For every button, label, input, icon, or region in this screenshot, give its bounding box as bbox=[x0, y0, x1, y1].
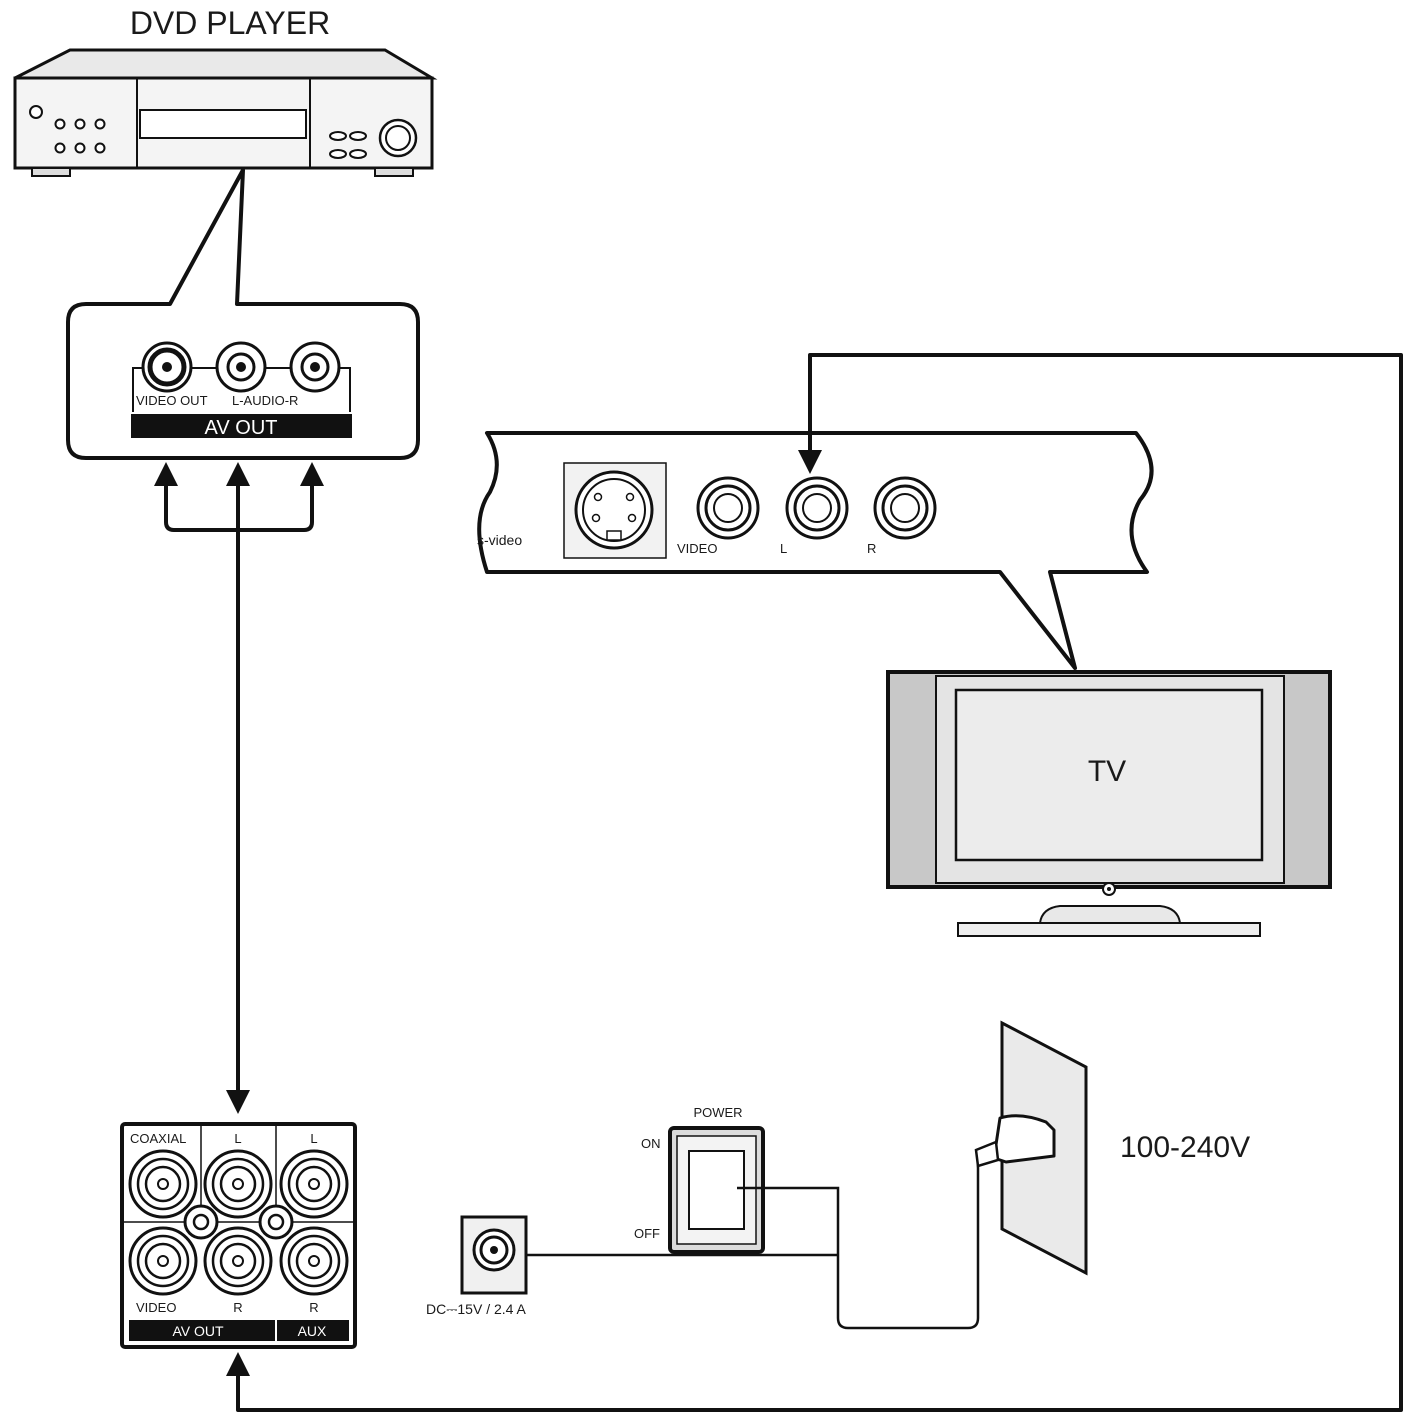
device-av-l-jack-icon bbox=[203, 1149, 273, 1219]
mains-voltage-label: 100-240V bbox=[1120, 1131, 1250, 1164]
dvd-video-out-label: VIDEO OUT bbox=[136, 393, 208, 408]
device-aux-r-jack-icon bbox=[279, 1226, 349, 1296]
power-switch-icon bbox=[668, 1126, 765, 1254]
tv-r-label: R bbox=[867, 541, 876, 556]
tv-r-jack-icon bbox=[873, 476, 937, 540]
tv-screen bbox=[954, 688, 1264, 862]
device-aux-l-jack-icon bbox=[279, 1149, 349, 1219]
power-switch-title: POWER bbox=[693, 1105, 742, 1120]
power-section: DC⎓15V / 2.4 A POWER ON OFF 100-240V bbox=[426, 1020, 1250, 1330]
dvd-av-out-bar-label: AV OUT bbox=[205, 417, 278, 439]
dvd-video-out-jack-icon bbox=[141, 341, 193, 393]
device-av-r-jack-icon bbox=[203, 1226, 273, 1296]
power-on-label: ON bbox=[641, 1136, 661, 1151]
dvd-av-out-callout: VIDEO OUT L-AUDIO-R AV OUT bbox=[66, 168, 420, 460]
tv-video-label: VIDEO bbox=[677, 541, 717, 556]
tv-input-callout: s-video VIDEO L R bbox=[477, 431, 1154, 670]
device-r-label-1: R bbox=[233, 1300, 242, 1315]
av-cable-dvd-to-device bbox=[154, 462, 324, 1114]
dvd-audio-l-jack-icon bbox=[215, 341, 267, 393]
tv-svideo-jack-icon bbox=[563, 462, 667, 559]
tv-screen-label: TV bbox=[1088, 755, 1126, 788]
device-coaxial-jack-icon bbox=[128, 1149, 198, 1219]
device-coaxial-label: COAXIAL bbox=[130, 1131, 186, 1146]
av-cable-tv-to-aux bbox=[226, 353, 1403, 1412]
power-off-label: OFF bbox=[634, 1226, 660, 1241]
dvd-player-title: DVD PLAYER bbox=[130, 5, 330, 41]
tv-video-jack-icon bbox=[696, 476, 760, 540]
tv-svideo-label: s-video bbox=[477, 532, 522, 548]
device-video-label: VIDEO bbox=[136, 1300, 176, 1315]
device-av-out-label: AV OUT bbox=[172, 1323, 224, 1339]
device-r-label-2: R bbox=[309, 1300, 318, 1315]
wall-outlet-icon bbox=[974, 1020, 1088, 1276]
dvd-front-buttons bbox=[54, 118, 367, 159]
dvd-audio-r-jack-icon bbox=[289, 341, 341, 393]
dc-jack-icon bbox=[460, 1215, 528, 1295]
tv-l-jack-icon bbox=[785, 476, 849, 540]
dvd-volume-knob-icon bbox=[378, 118, 418, 158]
tv-l-label: L bbox=[780, 541, 787, 556]
device-video-jack-icon bbox=[128, 1226, 198, 1296]
device-l-label-2: L bbox=[310, 1131, 317, 1146]
device-back-panel: COAXIAL L L bbox=[120, 1122, 357, 1349]
dvd-player: DVD PLAYER bbox=[13, 5, 438, 177]
dvd-power-icon bbox=[29, 105, 43, 119]
dvd-audio-label: L-AUDIO-R bbox=[232, 393, 298, 408]
dc-input-label: DC⎓15V / 2.4 A bbox=[426, 1301, 527, 1317]
tv-set: TV bbox=[886, 670, 1332, 937]
device-aux-label: AUX bbox=[298, 1323, 327, 1339]
device-l-label-1: L bbox=[234, 1131, 241, 1146]
dvd-disc-tray bbox=[139, 109, 307, 139]
